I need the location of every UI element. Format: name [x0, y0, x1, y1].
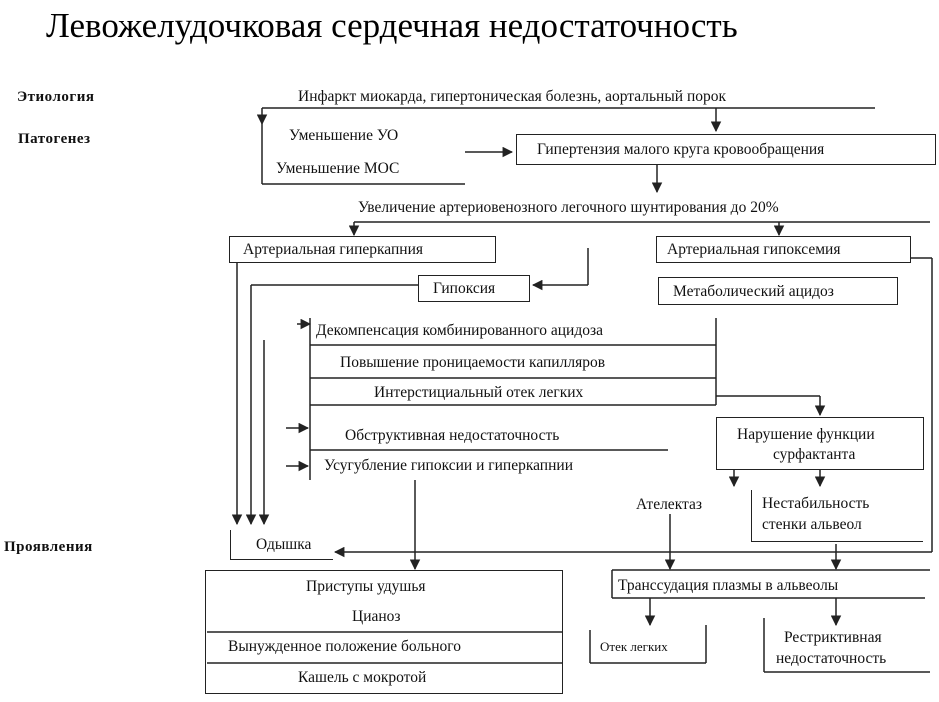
node-atelectasis: Ателектаз: [636, 496, 702, 513]
node-decompensation: Декомпенсация комбинированного ацидоза: [316, 322, 603, 339]
node-pulmonary-hypertension: Гипертензия малого круга кровообращения: [537, 141, 825, 158]
node-instability-line2: стенки альвеол: [762, 516, 862, 533]
node-decreased-mos: Уменьшение МОС: [276, 160, 400, 177]
node-surfactant-line2: сурфактанта: [773, 446, 856, 463]
node-hypoxia-box: Гипоксия: [418, 275, 530, 302]
node-pulmonary-edema: Отек легких: [600, 639, 668, 654]
node-decreased-uo: Уменьшение УО: [289, 127, 399, 144]
node-cyanosis: Цианоз: [352, 608, 401, 625]
node-hypercapnia-box: Артериальная гиперкапния: [229, 236, 496, 263]
node-shunting: Увеличение артериовенозного легочного шу…: [358, 199, 779, 216]
node-transudation: Транссудация плазмы в альвеолы: [618, 577, 839, 594]
node-dyspnea-box: Одышка: [230, 530, 333, 560]
node-hypoxia: Гипоксия: [433, 280, 496, 297]
node-hypoxemia: Артериальная гипоксемия: [667, 241, 841, 258]
node-restrictive-line2: недостаточность: [776, 650, 887, 667]
node-forced-position: Вынужденное положение больного: [228, 638, 462, 655]
diagram-title: Левожелудочковая сердечная недостаточнос…: [46, 6, 738, 45]
label-etiology: Этиология: [17, 89, 95, 105]
node-instability-box: Нестабильность стенки альвеол: [751, 490, 923, 542]
node-obstructive: Обструктивная недостаточность: [345, 427, 560, 444]
node-instability-line1: Нестабильность: [762, 495, 870, 512]
node-aggravation: Усугубление гипоксии и гиперкапнии: [324, 457, 573, 474]
node-interstitial-edema: Интерстициальный отек легких: [374, 384, 584, 401]
node-hypercapnia: Артериальная гиперкапния: [243, 241, 423, 258]
node-metabolic-acidosis: Метаболический ацидоз: [673, 283, 834, 300]
node-suffocation: Приступы удушья: [306, 578, 426, 595]
node-pulmonary-hypertension-box: Гипертензия малого круга кровообращения: [516, 134, 936, 165]
node-cough: Кашель с мокротой: [298, 669, 427, 686]
node-surfactant-line1: Нарушение функции: [737, 426, 875, 443]
node-restrictive-line1: Рестриктивная: [784, 629, 882, 646]
node-surfactant-box: Нарушение функции сурфактанта: [716, 417, 924, 470]
node-metabolic-acidosis-box: Метаболический ацидоз: [658, 277, 898, 305]
node-etiology-causes: Инфаркт миокарда, гипертоническая болезн…: [298, 88, 727, 105]
node-dyspnea: Одышка: [256, 536, 312, 553]
label-pathogenesis: Патогенез: [18, 131, 91, 147]
manifestations-stack-box: Приступы удушья Цианоз Вынужденное полож…: [205, 570, 563, 694]
label-manifestations: Проявления: [4, 539, 93, 555]
node-hypoxemia-box: Артериальная гипоксемия: [656, 236, 911, 263]
node-permeability: Повышение проницаемости капилляров: [340, 354, 606, 371]
